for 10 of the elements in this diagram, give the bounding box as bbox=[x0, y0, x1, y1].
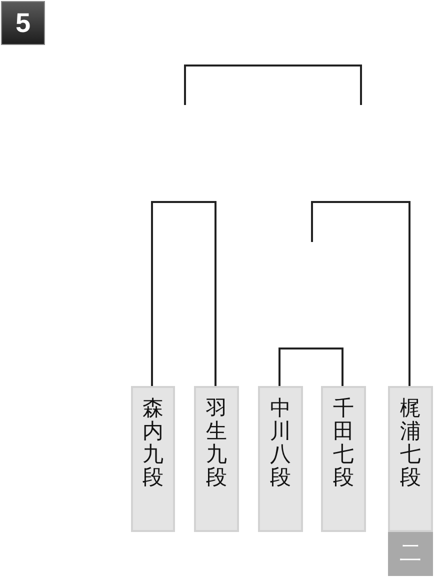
name-box: 千田七段 bbox=[321, 386, 366, 532]
number-tile: 5 bbox=[1, 1, 45, 45]
name-box: 梶浦七段 bbox=[388, 386, 433, 532]
bracket-line bbox=[311, 201, 410, 386]
name-box: 羽生九段 bbox=[194, 386, 239, 532]
rank-tile: 二 bbox=[388, 532, 433, 576]
name-box: 森内九段 bbox=[131, 386, 175, 532]
bracket-line bbox=[278, 348, 344, 386]
bracket-line bbox=[151, 201, 216, 386]
name-box: 中川八段 bbox=[258, 386, 303, 532]
